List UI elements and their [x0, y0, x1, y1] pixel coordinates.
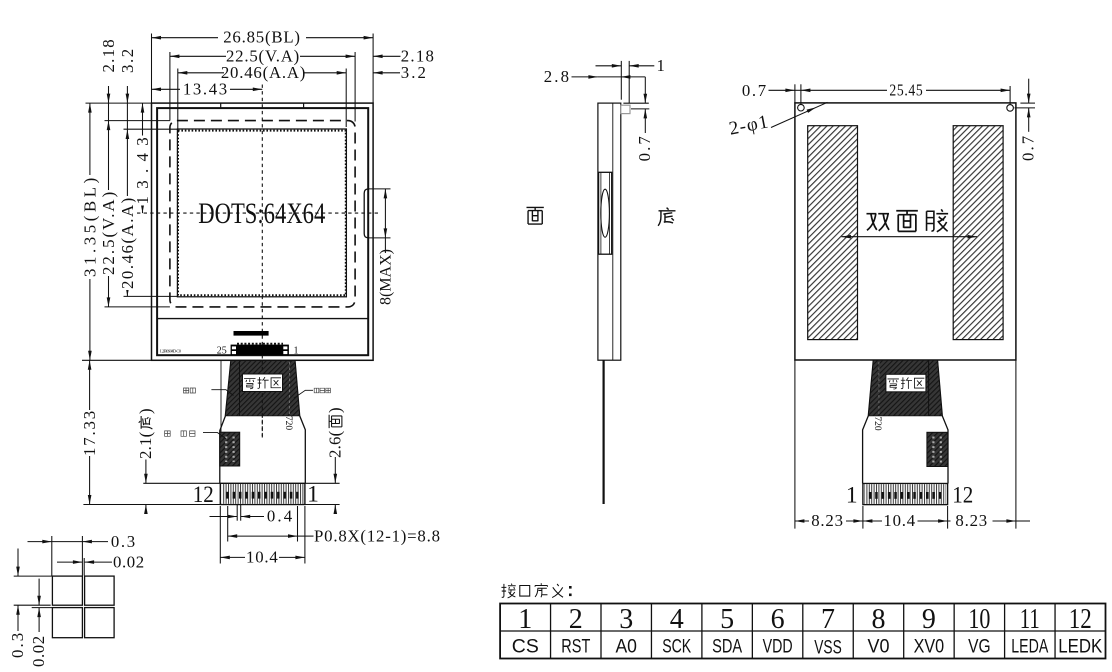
- svg-text:12: 12: [193, 482, 214, 508]
- svg-text:2.8: 2.8: [544, 67, 570, 86]
- svg-text:8.23: 8.23: [955, 511, 988, 530]
- svg-text:2: 2: [569, 604, 583, 635]
- svg-text:A0: A0: [615, 636, 637, 658]
- svg-text:20.46(A.A): 20.46(A.A): [221, 63, 306, 82]
- svg-text:8(MAX): 8(MAX): [378, 249, 395, 305]
- svg-text:SCK: SCK: [662, 636, 691, 658]
- svg-text:11: 11: [1020, 604, 1040, 635]
- svg-text:VDD: VDD: [763, 636, 793, 658]
- svg-text:20.46(A.A): 20.46(A.A): [118, 197, 137, 289]
- svg-text:3: 3: [619, 604, 633, 635]
- svg-text:7: 7: [821, 604, 835, 635]
- svg-text:10.4: 10.4: [883, 511, 916, 530]
- svg-text:26.85(BL): 26.85(BL): [223, 28, 301, 47]
- svg-text:2.18: 2.18: [99, 39, 118, 73]
- svg-text:25.45: 25.45: [889, 80, 923, 99]
- svg-text:1: 1: [307, 482, 319, 508]
- svg-text:0.02: 0.02: [113, 553, 145, 572]
- svg-text:SDA: SDA: [712, 636, 742, 658]
- svg-text:2.6(: 2.6(: [325, 430, 344, 458]
- svg-text:L2B6S04D-C0: L2B6S04D-C0: [160, 349, 182, 354]
- svg-text:1: 1: [518, 604, 532, 635]
- svg-text:22.5(V.A): 22.5(V.A): [99, 191, 118, 275]
- svg-text:9: 9: [922, 604, 936, 635]
- svg-text:0.7: 0.7: [1018, 135, 1037, 161]
- svg-text:LEDK: LEDK: [1058, 636, 1102, 658]
- svg-text:10: 10: [968, 604, 990, 635]
- svg-text:): ): [136, 408, 155, 414]
- svg-text:2.1(: 2.1(: [136, 431, 155, 459]
- svg-text:10.4: 10.4: [246, 547, 279, 566]
- svg-text:8.23: 8.23: [811, 511, 844, 530]
- svg-text:0.7: 0.7: [635, 135, 654, 161]
- svg-text:V0: V0: [868, 636, 890, 658]
- svg-text:): ): [325, 407, 344, 413]
- svg-text:3.2: 3.2: [118, 48, 137, 73]
- svg-text:2-φ1: 2-φ1: [727, 111, 771, 139]
- svg-text:RST: RST: [561, 636, 590, 658]
- svg-text:13.43: 13.43: [183, 79, 228, 98]
- svg-text:17.33: 17.33: [80, 410, 99, 456]
- svg-text:0.4: 0.4: [267, 507, 293, 526]
- svg-text:0.3: 0.3: [8, 632, 27, 658]
- svg-text:5: 5: [720, 604, 734, 635]
- svg-text:12: 12: [952, 482, 973, 508]
- svg-text:LEDA: LEDA: [1011, 636, 1048, 658]
- svg-text:12: 12: [1069, 604, 1092, 635]
- svg-text:0.02: 0.02: [29, 635, 48, 667]
- svg-text:DOTS:64X64: DOTS:64X64: [198, 197, 325, 230]
- svg-text:P0.8X(12-1)=8.8: P0.8X(12-1)=8.8: [314, 526, 441, 545]
- svg-text:720: 720: [872, 416, 882, 431]
- svg-text:25: 25: [217, 345, 227, 356]
- svg-text:1: 1: [846, 482, 858, 508]
- svg-text:3.2: 3.2: [401, 63, 427, 82]
- svg-text:6: 6: [771, 604, 785, 635]
- svg-text:22.5(V.A): 22.5(V.A): [226, 46, 300, 65]
- svg-text:0.3: 0.3: [111, 532, 136, 551]
- svg-text:720: 720: [283, 416, 293, 431]
- svg-text:2.18: 2.18: [401, 47, 435, 66]
- svg-text:1: 1: [657, 56, 666, 75]
- svg-text:1: 1: [294, 346, 299, 357]
- svg-text:XV0: XV0: [914, 636, 945, 658]
- svg-text:CS: CS: [512, 636, 539, 658]
- svg-text:4: 4: [670, 604, 684, 635]
- svg-text:VG: VG: [968, 636, 991, 658]
- svg-text:0.7: 0.7: [742, 81, 767, 100]
- svg-text:31.35(BL): 31.35(BL): [81, 177, 100, 277]
- svg-text:13.43: 13.43: [133, 137, 152, 205]
- svg-text:VSS: VSS: [814, 637, 842, 659]
- svg-text:8: 8: [872, 604, 886, 635]
